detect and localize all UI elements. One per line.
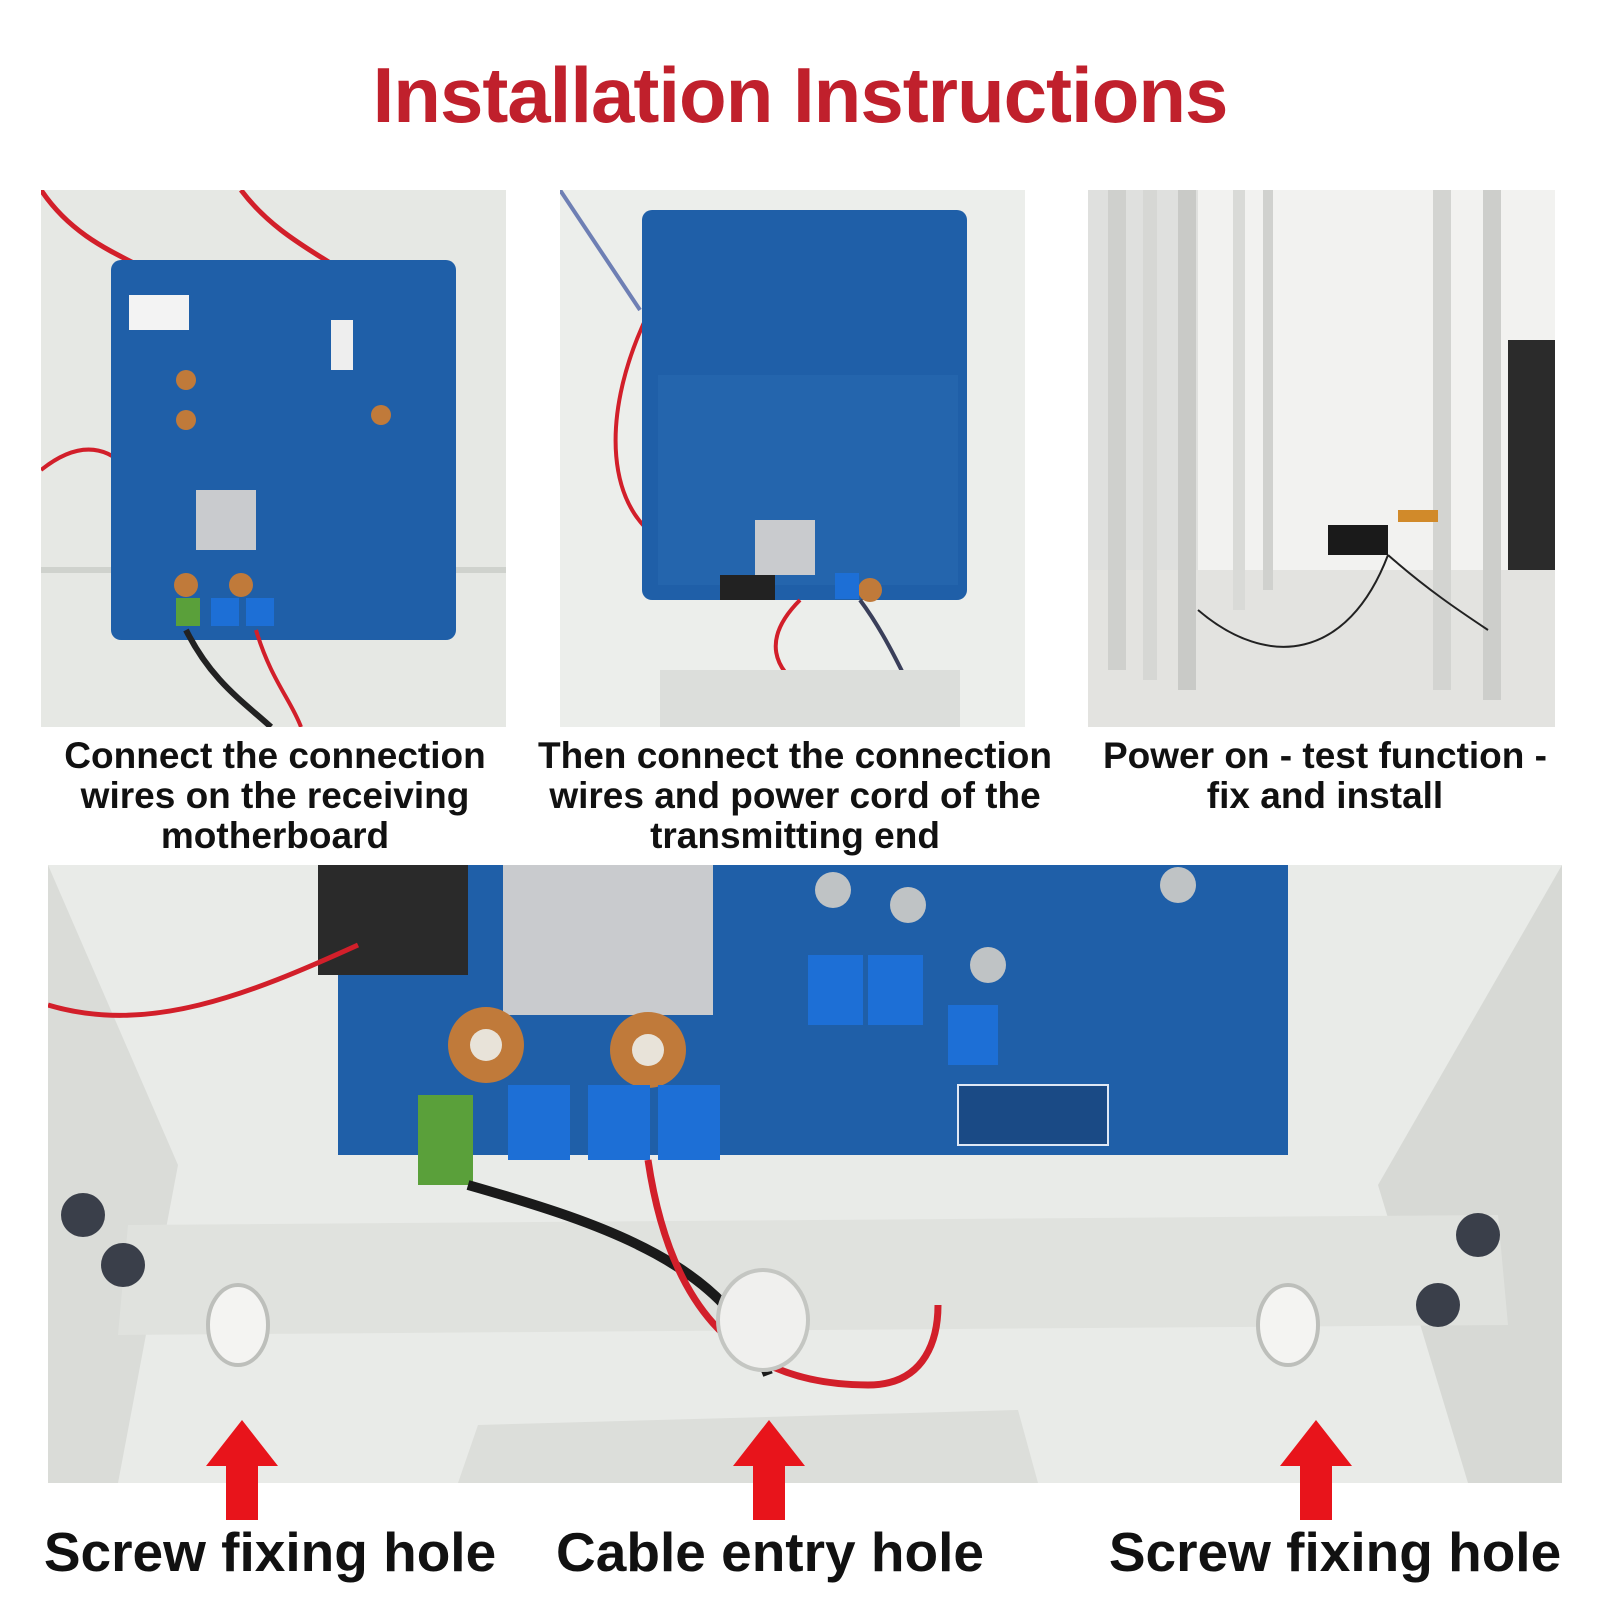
center-hole-arrow-icon <box>733 1420 805 1520</box>
receiving-board-photo <box>41 190 506 727</box>
mounting-base-photo <box>48 865 1562 1483</box>
transmitting-board-photo <box>560 190 1025 727</box>
step-1-caption: Connect the connection wires on the rece… <box>64 735 486 856</box>
installed-gates-photo <box>1088 190 1555 727</box>
page-title: Installation Instructions <box>372 51 1229 139</box>
right-hole-arrow-icon <box>1280 1420 1352 1520</box>
left-hole-arrow-icon <box>206 1420 278 1520</box>
step-2-caption: Then connect the connection wires and po… <box>538 735 1052 856</box>
cable-entry-hole-label: Cable entry hole <box>556 1521 984 1583</box>
left-screw-hole-label: Screw fixing hole <box>43 1521 497 1583</box>
right-screw-hole-label: Screw fixing hole <box>1108 1521 1562 1583</box>
step-3-caption: Power on - test function - fix and insta… <box>1103 735 1547 816</box>
